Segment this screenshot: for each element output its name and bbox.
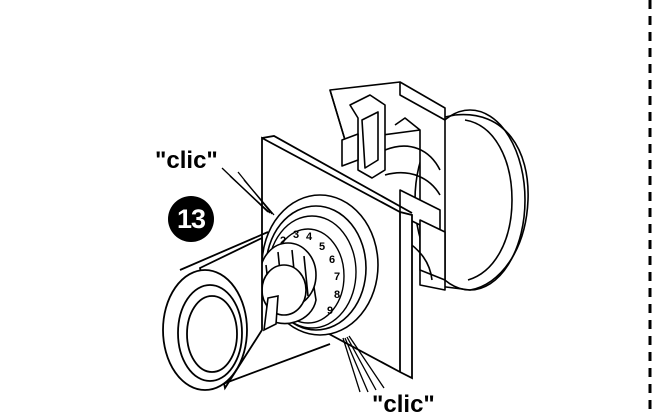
dial-scale-numbers: 2 3 4 5 6 7 8 9 <box>280 229 340 317</box>
knob-pointer <box>263 295 279 332</box>
rear-mechanism <box>329 81 529 291</box>
dial-number: 3 <box>293 229 299 241</box>
adjustment-knob <box>259 242 317 332</box>
dial-number: 5 <box>319 241 325 253</box>
click-label-bottom: "clic" <box>372 391 435 418</box>
step-number-badge: 13 <box>168 196 214 242</box>
dial-number: 9 <box>327 305 333 317</box>
click-label-top: "clic" <box>155 147 218 174</box>
dial-number: 7 <box>334 271 340 283</box>
click-indicator-top <box>221 167 275 216</box>
dial-number: 8 <box>334 289 340 301</box>
dial-number: 6 <box>329 254 335 266</box>
dial-number: 2 <box>280 235 286 247</box>
dial-number: 4 <box>306 231 313 243</box>
front-cap <box>162 231 331 391</box>
click-indicator-bottom <box>342 335 385 393</box>
